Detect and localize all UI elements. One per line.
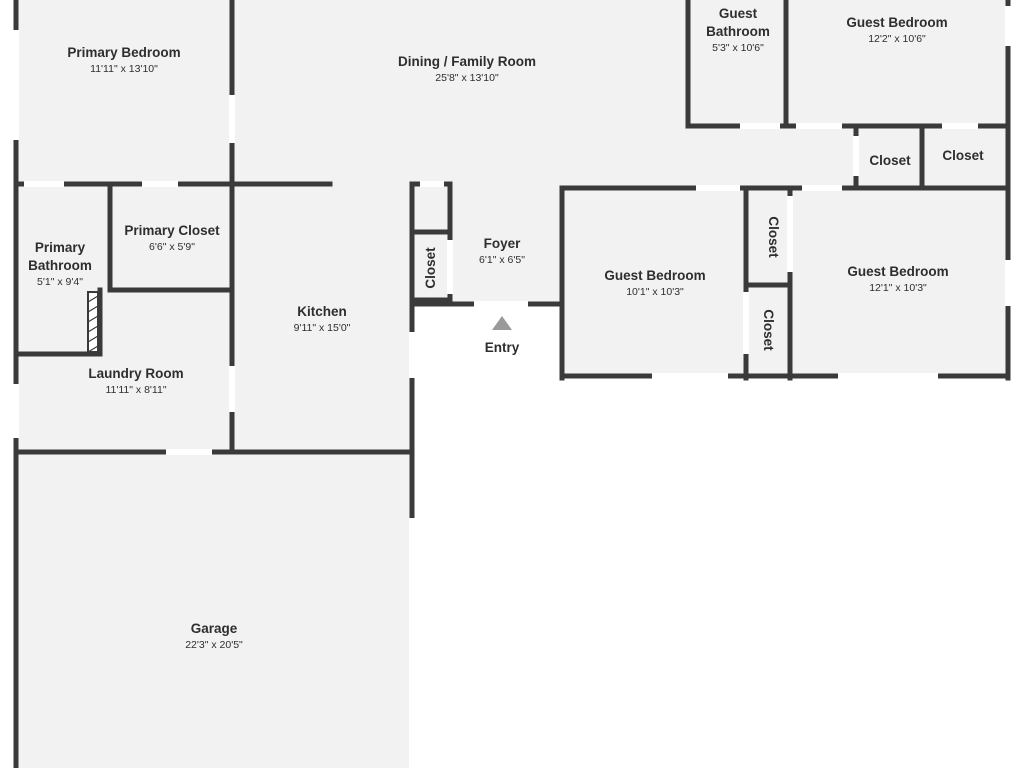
room-name-dining-family: Dining / Family Room (398, 54, 536, 69)
room-name-primary-bathroom-line1: Primary (35, 240, 86, 255)
room-name-closet-4: Closet (761, 309, 776, 351)
room-dims-guest-bedroom-top: 12'2" x 10'6" (868, 33, 926, 45)
openings (13, 6, 1011, 768)
room-name-closet-2: Closet (942, 148, 984, 163)
room-dims-primary-bedroom: 11'11" x 13'10" (90, 63, 158, 75)
shelf-hatch (87, 291, 99, 353)
entry-label: Entry (485, 340, 520, 355)
room-dims-laundry-room: 11'11" x 8'11" (105, 384, 166, 396)
room-dims-guest-bedroom-mid: 10'1" x 10'3" (626, 286, 684, 298)
room-name-closet-3: Closet (766, 216, 781, 258)
room-dims-kitchen: 9'11" x 15'0" (294, 322, 351, 334)
room-name-foyer-closet: Closet (423, 247, 438, 289)
room-name-primary-closet: Primary Closet (124, 223, 220, 238)
room-name-guest-bathroom-line1: Guest (719, 6, 758, 21)
room-name-guest-bedroom-top: Guest Bedroom (846, 15, 947, 30)
room-labels: Primary Bedroom 11'11" x 13'10" Dining /… (28, 6, 984, 651)
room-name-garage: Garage (191, 621, 238, 636)
room-dims-dining-family: 25'8" x 13'10" (435, 72, 499, 84)
room-dims-garage: 22'3" x 20'5" (185, 639, 243, 651)
room-name-guest-bathroom-line2: Bathroom (706, 24, 770, 39)
room-name-foyer: Foyer (484, 236, 522, 251)
room-name-primary-bathroom-line2: Bathroom (28, 258, 92, 273)
room-dims-guest-bathroom: 5'3" x 10'6" (712, 42, 764, 54)
room-dims-foyer: 6'1" x 6'5" (479, 254, 525, 266)
room-name-closet-1: Closet (869, 153, 911, 168)
room-dims-primary-bathroom: 5'1" x 9'4" (37, 276, 83, 288)
room-name-guest-bedroom-right: Guest Bedroom (847, 264, 948, 279)
room-name-kitchen: Kitchen (297, 304, 347, 319)
floor-top-right (688, 0, 1008, 190)
room-dims-guest-bedroom-right: 12'1" x 10'3" (869, 282, 927, 294)
entry-arrow-icon (492, 316, 512, 330)
room-name-primary-bedroom: Primary Bedroom (67, 45, 180, 60)
room-name-guest-bedroom-mid: Guest Bedroom (604, 268, 705, 283)
room-dims-primary-closet: 6'6" x 5'9" (149, 241, 195, 253)
room-name-laundry-room: Laundry Room (88, 366, 183, 381)
